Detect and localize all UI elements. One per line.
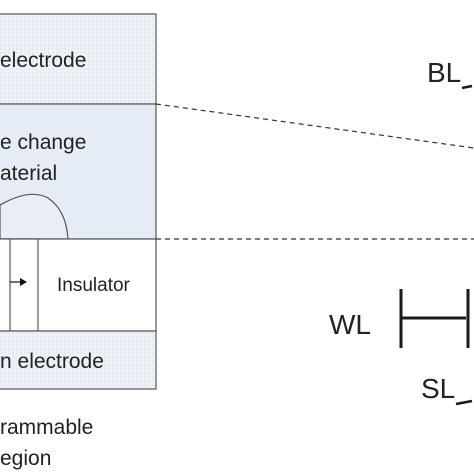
pcm-label-line1: e change [0,131,86,154]
top-electrode-label: electrode [0,49,86,72]
wl-label: WL [329,309,371,340]
current-arrow-head [20,278,27,286]
zoom-connector-top [155,103,474,149]
pcm-cell-stack: electrode e change aterial Insulator n e… [0,13,157,390]
sl-label: SL [421,373,455,404]
caption-line1: rammable [0,416,93,439]
pcm-label-line2: aterial [0,162,57,185]
insulator-label: Insulator [57,275,131,296]
caption-line2: egion [0,447,51,470]
programmable-region-dome [0,193,69,240]
sl-wire [455,399,473,406]
bl-wire [461,84,473,90]
circuit-schematic: BL WL SL [329,57,473,406]
heater-plug [0,238,39,332]
bl-label: BL [427,57,461,88]
bottom-electrode-label: n electrode [0,350,104,373]
bottom-electrode [0,330,157,390]
top-electrode [0,13,157,105]
